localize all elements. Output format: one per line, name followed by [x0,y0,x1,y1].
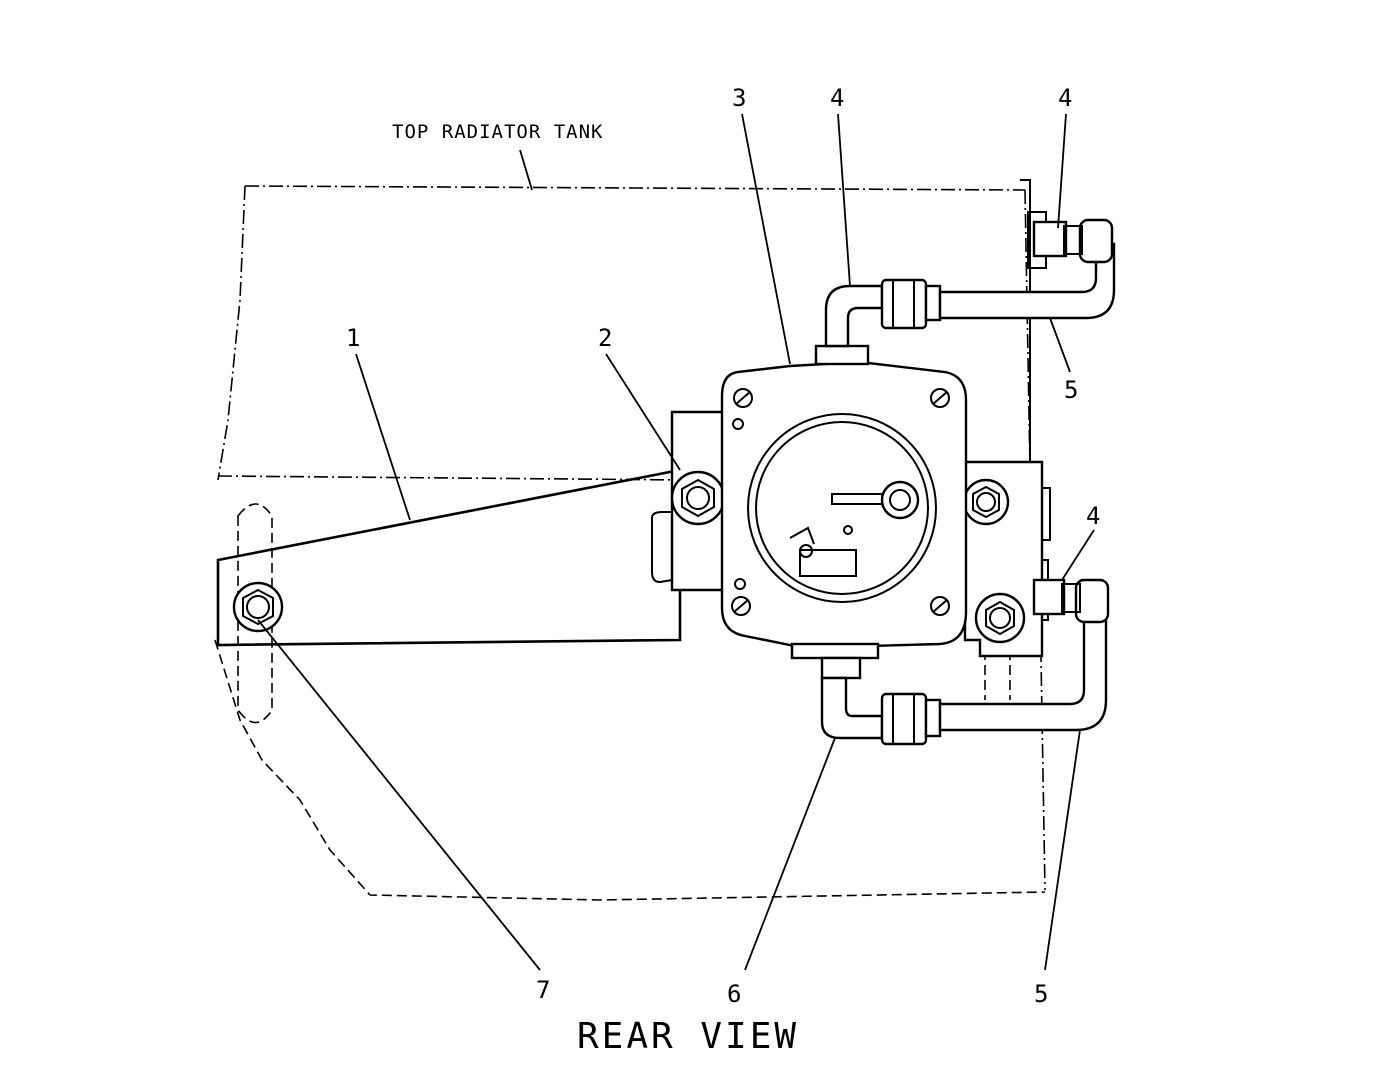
callout-1: 1 [346,324,360,352]
adjusting-arm [216,468,682,724]
view-title: REAR VIEW [577,1016,799,1057]
plate-bolts [962,478,1026,644]
callout-4-top-left: 4 [830,84,844,112]
callout-4-lower: 4 [1086,502,1100,530]
bolt-2 [670,470,726,526]
callout-3: 3 [732,84,746,112]
lower-tube-assembly [820,578,1110,746]
callout-7: 7 [536,976,550,1004]
callout-4-top-right: 4 [1058,84,1072,112]
bolt-7 [232,581,284,633]
callout-5-upper: 5 [1064,376,1078,404]
callout-2: 2 [598,324,612,352]
upper-tube-assembly [824,218,1116,348]
callout-5-lower: 5 [1034,980,1048,1008]
tank-label: TOP RADIATOR TANK [392,121,603,143]
temperature-control-housing [720,344,968,660]
leader-lines [257,113,1095,971]
radiator-tank-outline [214,185,1046,901]
callout-6: 6 [727,980,741,1008]
